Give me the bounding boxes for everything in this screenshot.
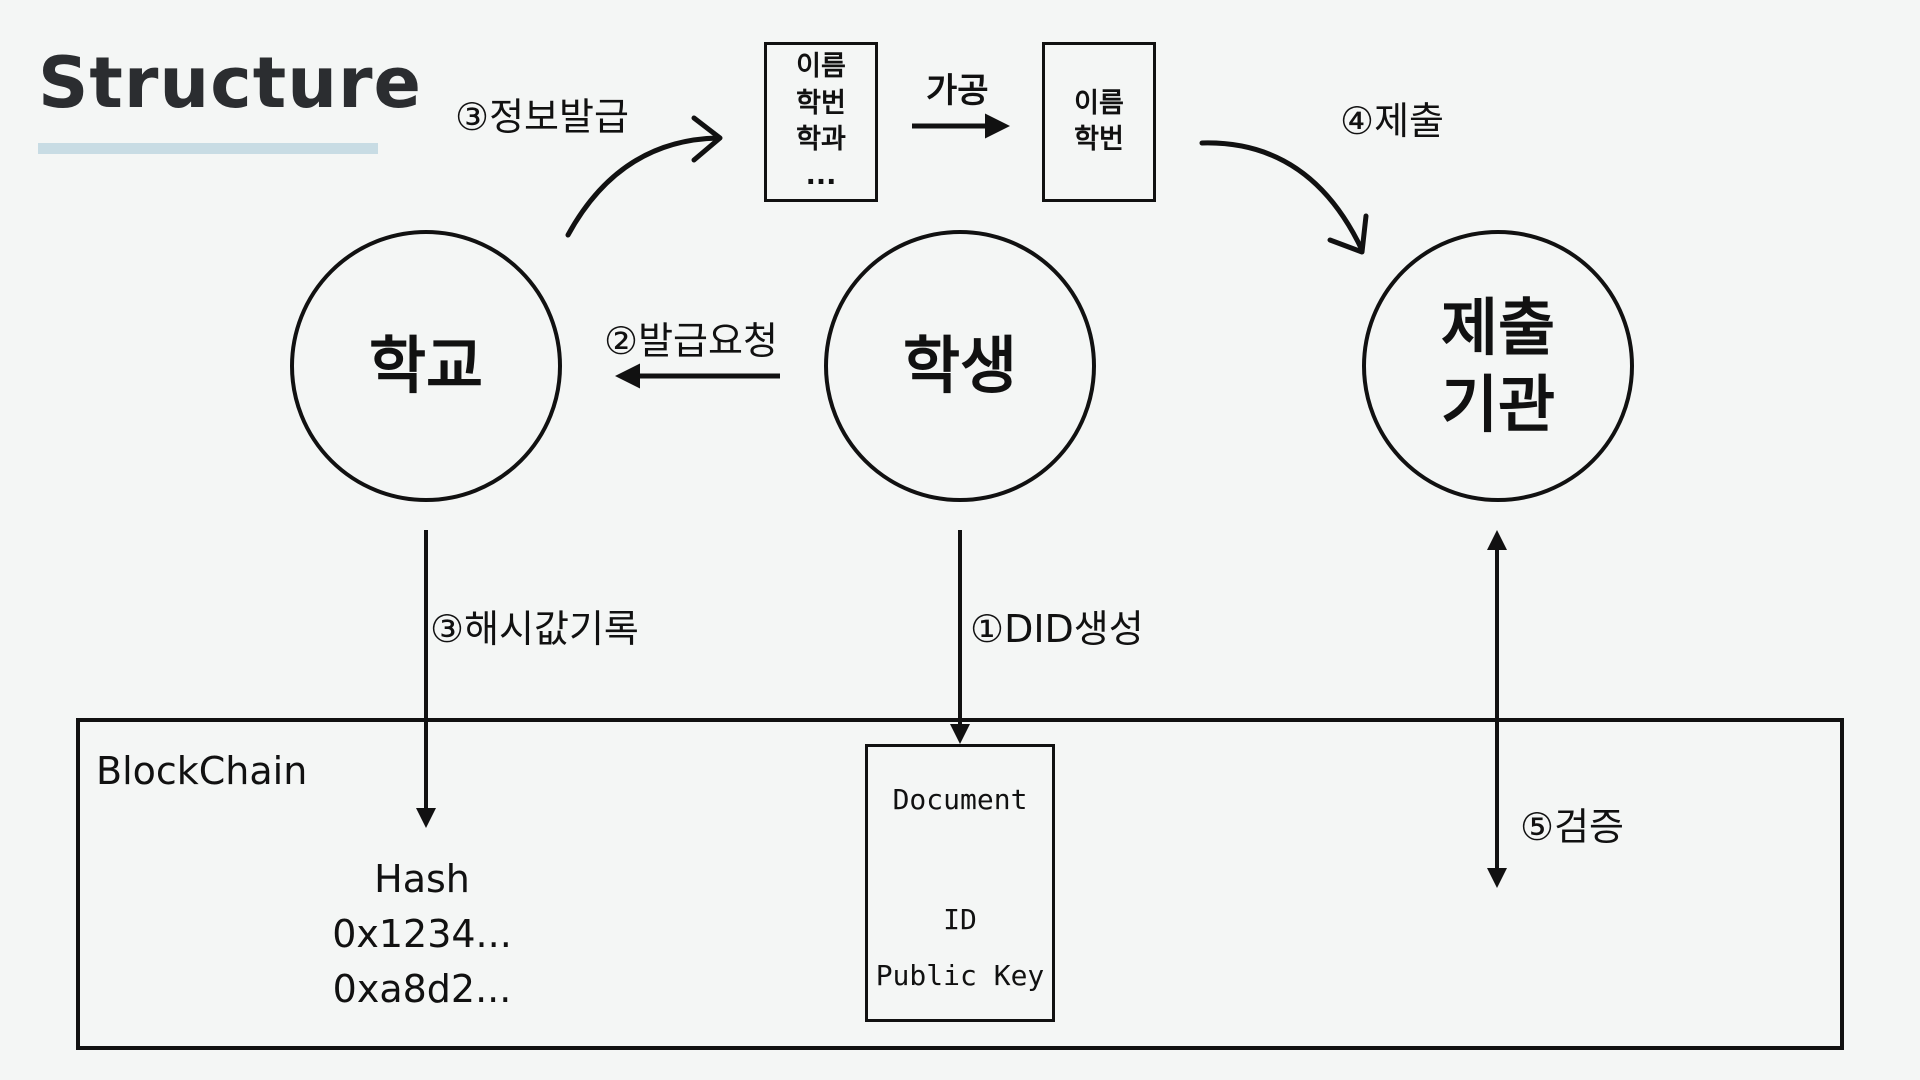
arrow-submit-head: [1327, 213, 1369, 255]
title-underline: [38, 143, 378, 154]
blockchain-label: BlockChain: [96, 749, 308, 793]
issued-doc-line: 이름: [796, 51, 846, 83]
issued-doc-line: 학과: [796, 124, 846, 155]
step-did-create: ①DID생성: [970, 607, 1144, 651]
step-issue-request: ②발급요청: [604, 319, 778, 363]
did-document-key: Public Key: [875, 959, 1045, 992]
node-school-label: 학교: [368, 329, 484, 403]
did-document-title: Document: [892, 783, 1028, 816]
issued-document: 이름 학번 학과 ...: [764, 42, 878, 202]
node-student-label: 학생: [902, 329, 1018, 403]
step-hash-record: ③해시값기록: [430, 607, 639, 651]
arrow-info-issue-head: [691, 115, 723, 163]
hash-value: 0x1234...: [332, 912, 512, 957]
processed-document: 이름 학번: [1042, 42, 1156, 202]
hash-record: Hash 0x1234... 0xa8d2...: [322, 852, 522, 1017]
hash-value: 0xa8d2...: [332, 967, 512, 1012]
processed-doc-line: 이름: [1074, 87, 1124, 119]
node-institution: 제출 기관: [1362, 230, 1634, 502]
node-school: 학교: [290, 230, 562, 502]
step-submit: ④제출: [1340, 99, 1444, 143]
step-info-issue: ③정보발급: [455, 95, 629, 139]
processed-doc-line: 학번: [1074, 124, 1124, 155]
did-document-id: ID: [943, 903, 977, 936]
hash-title: Hash: [374, 857, 470, 901]
issued-doc-line: 학번: [796, 87, 846, 119]
arrow-info-issue: [565, 135, 721, 238]
blockchain-container: [76, 718, 1844, 1050]
node-institution-label-1: 제출: [1440, 290, 1556, 364]
issued-doc-line: ...: [805, 160, 837, 192]
process-label: 가공: [926, 71, 989, 111]
page-title: Structure: [38, 42, 423, 124]
step-verify: ⑤검증: [1520, 805, 1624, 849]
arrow-submit: [1199, 140, 1365, 253]
did-document: Document ID Public Key: [865, 744, 1055, 1022]
node-student: 학생: [824, 230, 1096, 502]
node-institution-label-2: 기관: [1440, 368, 1556, 441]
